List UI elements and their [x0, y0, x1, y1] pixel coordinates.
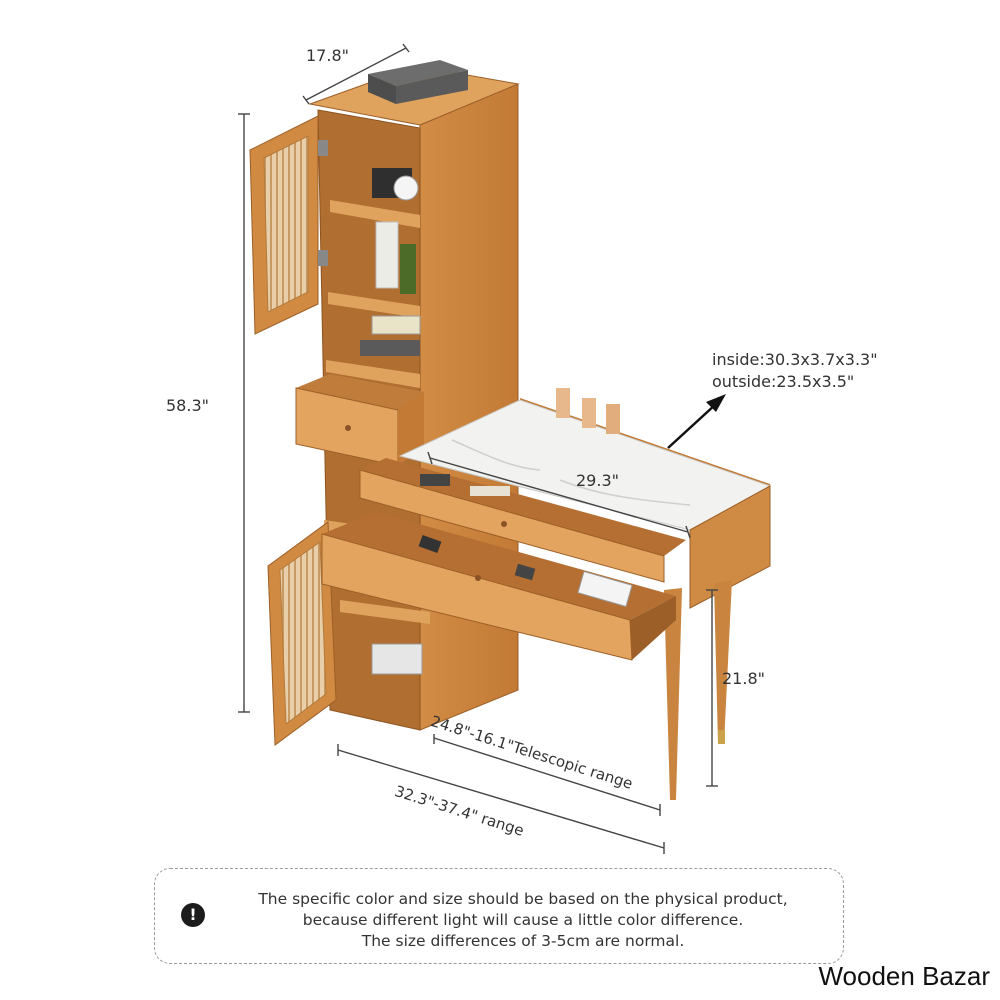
brand-watermark: Wooden Bazar [818, 961, 990, 991]
lower-cabinet-door [267, 521, 337, 746]
cabinet-height-label: 58.3" [166, 396, 209, 415]
cabinet-width-label: 17.8" [306, 46, 349, 65]
vanity-desk [321, 388, 772, 800]
drawer-outside-label: outside:23.5x3.5" [712, 372, 855, 391]
notice-text: The specific color and size should be ba… [213, 889, 833, 952]
notice-line-2: because different light will cause a lit… [302, 911, 744, 929]
notice-box: ! The specific color and size should be … [154, 868, 844, 964]
drawer-arrow [667, 394, 726, 449]
notice-line-1: The specific color and size should be ba… [258, 890, 788, 908]
desk-depth-label: 29.3" [576, 471, 619, 490]
exclamation-circle-icon: ! [181, 903, 205, 927]
dimension-lines [238, 43, 718, 854]
drawer-inside-label: inside:30.3x3.7x3.3" [712, 350, 878, 369]
leg-height-label: 21.8" [722, 669, 765, 688]
notice-line-3: The size differences of 3-5cm are normal… [361, 932, 685, 950]
upper-cabinet-door [249, 115, 328, 335]
